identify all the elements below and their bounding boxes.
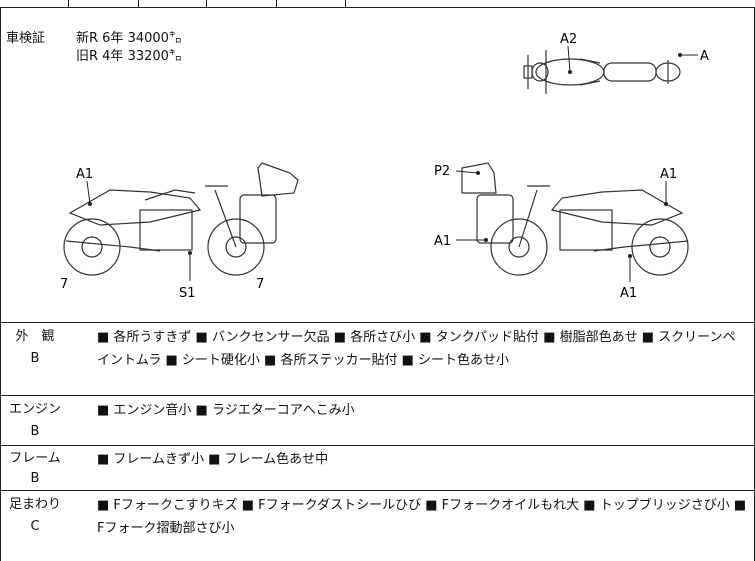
motorcycle-left-view [63,162,299,276]
section-exterior-grade: B [30,351,40,366]
header-cell-divider [345,0,346,7]
section-divider [0,322,755,323]
section-engine-title: エンジン [8,402,61,417]
marker-A: A [700,49,709,64]
marker-7-left-front: 7 [60,277,68,292]
registration-new: 新R 6年 34000㌔ [76,31,182,46]
section-divider [0,490,755,491]
section-exterior-title: 外 観 [15,329,55,344]
marker-A1-right-side: A1 [434,234,451,249]
marker-7-left-rear: 7 [256,277,264,292]
header-cell-divider [68,0,69,7]
marker-P2: P2 [434,164,450,179]
section-suspension-grade: C [30,519,40,534]
section-frame-notes: ■ フレームきず小 ■ フレーム色あせ中 [97,452,329,467]
header-cell-divider [206,0,207,7]
motorcycle-top-view [523,50,681,94]
marker-A1-left: A1 [76,167,93,182]
header-cell-divider [138,0,139,7]
section-engine-grade: B [30,424,40,439]
left-border [0,7,1,561]
section-divider [0,445,755,446]
top-border [0,7,755,8]
section-frame-title: フレーム [9,451,61,466]
section-exterior-notes: ■ 各所うすきず ■ バンクセンサー欠品 ■ 各所さび小 ■ タンクパッド貼付 … [97,330,736,368]
marker-A1-right-upper: A1 [660,167,677,182]
marker-S1: S1 [179,286,196,301]
section-frame-grade: B [30,471,40,486]
section-suspension-notes: ■ Fフォークこすりキズ ■ Fフォークダストシールひび ■ Fフォークオイルも… [97,498,747,536]
motorcycle-right-view [461,162,689,276]
registration-old: 旧R 4年 33200㌔ [76,49,182,64]
marker-A2: A2 [560,32,577,47]
marker-A1-right-lower: A1 [620,286,637,301]
header-cell-divider [276,0,277,7]
section-engine-notes: ■ エンジン音小 ■ ラジエターコアへこみ小 [97,403,355,418]
damage-diagram: A2 A A1 7 S1 7 [60,32,709,301]
registration-label: 車検証 [6,31,46,46]
section-suspension-title: 足まわり [8,497,61,512]
section-divider [0,395,755,396]
